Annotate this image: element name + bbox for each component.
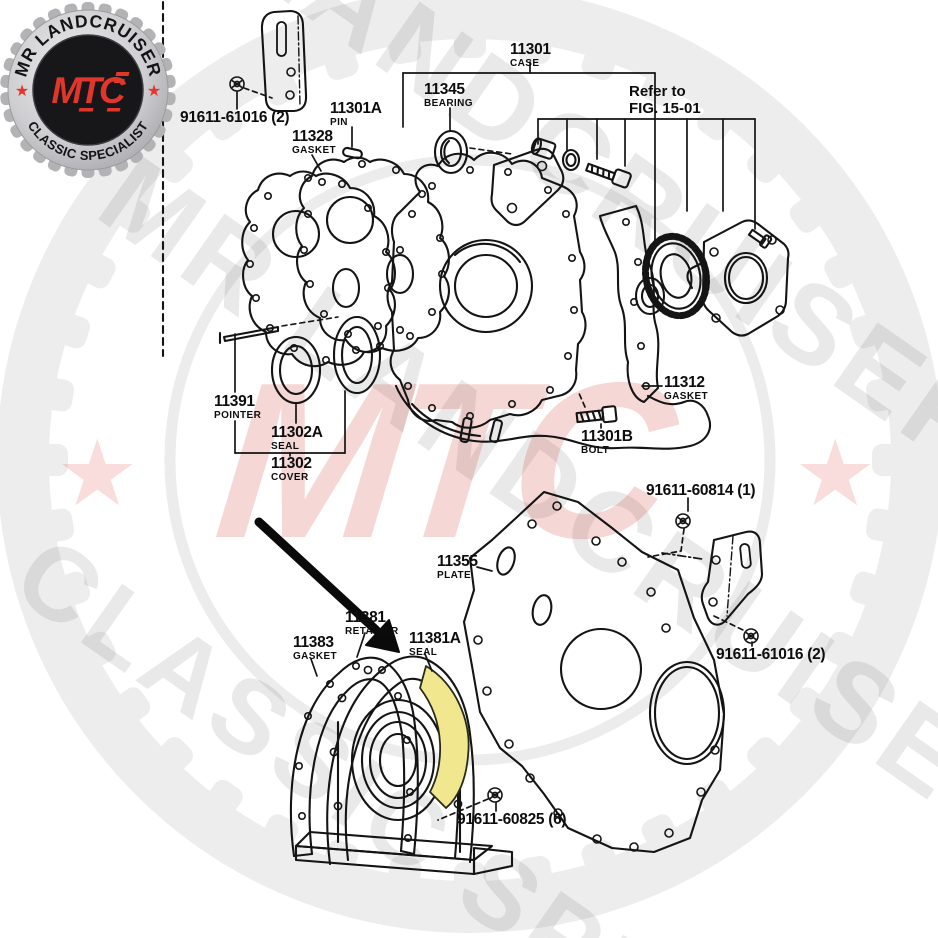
flywheel-plate-drawing	[462, 490, 726, 854]
badge-logo-accents	[78, 72, 130, 112]
brand-badge: MR LANDCRUISER CLASSIC SPECIALIST ★ ★ MT…	[0, 2, 176, 178]
bolt-icon-61016-bottom	[742, 627, 760, 645]
badge-center-logo: MTC	[51, 70, 126, 111]
rear-plate-gasket-drawing	[598, 204, 660, 404]
leader-lines	[234, 61, 756, 821]
pin-part	[342, 146, 363, 160]
hanger-bracket-top-left	[260, 9, 308, 113]
bolt-11301b-part	[575, 405, 618, 424]
bolt-icon-60825	[486, 786, 504, 804]
highlight-seal	[419, 665, 470, 809]
oil-pump-drawing	[634, 219, 790, 337]
front-seal-rings	[270, 315, 382, 405]
badge-star-right: ★	[147, 83, 161, 100]
watermark-star-right: ★	[794, 423, 877, 525]
hanger-bracket-bottom-right	[700, 530, 764, 626]
badge-star-left: ★	[15, 83, 29, 100]
seal-retainer-drawing	[289, 655, 514, 876]
bolt-icon-top-left	[228, 75, 246, 93]
timing-cover-drawing	[241, 170, 396, 368]
timing-gasket-drawing	[295, 156, 450, 354]
gear-teeth	[37, 27, 903, 893]
pointer-part	[218, 316, 339, 345]
callout-arrow	[254, 517, 400, 653]
bolt-icon-60814	[674, 512, 692, 530]
watermark-star-left: ★	[56, 423, 139, 525]
bearing-part	[433, 129, 513, 175]
small-hardware-row	[342, 137, 773, 249]
timing-case-drawing	[386, 147, 712, 450]
